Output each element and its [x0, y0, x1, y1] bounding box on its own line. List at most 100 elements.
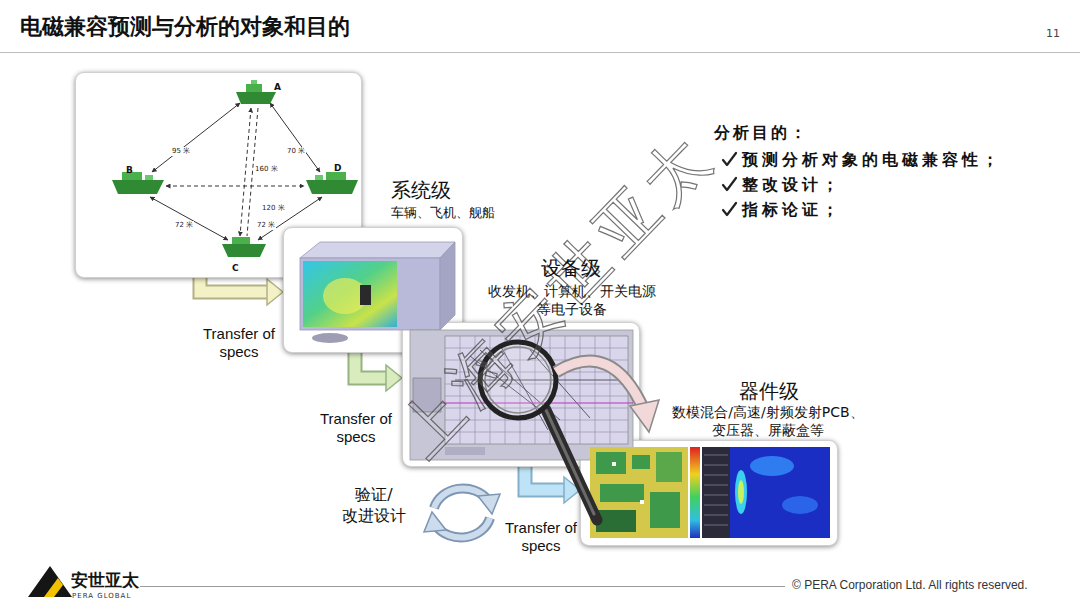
arrow-body [200, 278, 267, 292]
pcb-field [590, 447, 830, 538]
slide-title-holder: 电磁兼容预测与分析的对象和目的 [20, 13, 350, 41]
copyright-holder: © PERA Corporation Ltd. All rights reser… [792, 578, 1028, 593]
ship-d [306, 172, 358, 194]
drawing-rect [122, 172, 142, 180]
drawing-path [436, 518, 490, 538]
ship-c [222, 237, 266, 257]
spec-arrow [355, 353, 402, 391]
drawing-path [630, 400, 659, 432]
drawing-ellipse [312, 333, 348, 343]
arrow-outline [355, 353, 386, 378]
arrow-head [267, 279, 283, 305]
edge-label-holder: Transfer of specs [203, 325, 275, 361]
spec-arrow [525, 467, 580, 503]
arrow-body [355, 353, 386, 378]
level-heading: 系统级 [391, 178, 451, 203]
distance-label: 160 米 [254, 165, 279, 174]
drawing-rect [251, 80, 257, 84]
drawing-line [270, 103, 320, 172]
drawing-line [247, 108, 258, 236]
edge-label: Transfer of specs [203, 325, 275, 361]
drawing-path [434, 488, 488, 508]
logo-subtext-holder: PERA GLOBAL [72, 592, 131, 601]
cycle-note: 验证/ 改进设计 [335, 484, 413, 526]
station-letter-holder: A [274, 82, 281, 93]
drawing-line [546, 410, 597, 520]
drawing-ellipse [782, 496, 818, 514]
level-heading: 设备级 [541, 256, 601, 281]
purpose-item: 预测分析对象的电磁兼容性； [742, 150, 1002, 170]
ship-b [112, 172, 164, 194]
level-examples: 收发机、计算机、开关电源 等电子设备 [476, 282, 668, 318]
purpose-item: 整改设计； [742, 175, 842, 195]
distance-label-holder: 72 米 [174, 212, 194, 231]
arrow-head [564, 477, 580, 503]
drawing-rect [246, 84, 262, 92]
drawing-path [306, 180, 358, 194]
edge-label-holder: Transfer of specs [505, 519, 577, 555]
drawing-rect [590, 447, 688, 538]
drawing-path [222, 244, 266, 257]
distance-label: 95 米 [171, 147, 191, 156]
distance-label: 72 米 [174, 221, 194, 230]
drawing-path [556, 361, 644, 410]
drawing-path [28, 566, 72, 597]
distance-label-holder: 120 米 [261, 195, 286, 214]
station-letter: C [232, 263, 239, 274]
drawing-path [424, 512, 446, 532]
drawing-ellipse [735, 470, 747, 514]
drawing-ellipse [750, 456, 794, 476]
footer-rule [140, 586, 785, 587]
station-letter: B [126, 165, 133, 176]
level-examples-holder: 数模混合/高速/射频发射PCB、 变压器、屏蔽盒等 [661, 403, 875, 439]
drawing-path [556, 361, 644, 410]
logo-text: 安世亚太 [71, 570, 139, 591]
drawing-rect [632, 455, 650, 469]
drawing-rect [612, 462, 616, 466]
distance-label-holder: 72 米 [256, 212, 276, 231]
purpose-item: 指标论证； [742, 200, 842, 220]
level-examples: 车辆、飞机、舰船 [391, 205, 495, 221]
enclosure-model [300, 242, 455, 343]
drawing-rect [730, 447, 830, 538]
ship-scene [112, 80, 358, 257]
arrow-outline [525, 467, 564, 490]
logo-subtext: PERA GLOBAL [72, 592, 131, 601]
distance-label-holder: 160 米 [254, 156, 279, 175]
distance-label: 70 米 [286, 147, 306, 156]
logo-text-holder: 安世亚太 [71, 570, 139, 591]
drawing-path [723, 153, 736, 165]
cycle-arrows [424, 488, 500, 537]
level-examples-holder: 车辆、飞机、舰船 [391, 205, 495, 221]
level-heading-holder: 设备级 [541, 256, 601, 281]
title-rule [0, 52, 1080, 53]
drawing-rect [300, 258, 440, 330]
edge-label: Transfer of specs [505, 519, 577, 555]
arrow-head [386, 365, 402, 391]
level-heading-holder: 系统级 [391, 178, 451, 203]
drawing-line [258, 197, 322, 240]
drawing-rect [303, 261, 397, 327]
drawing-rect [232, 237, 250, 244]
distance-label-holder: 95 米 [171, 138, 191, 157]
drawing-path [436, 518, 490, 538]
level-examples-holder: 收发机、计算机、开关电源 等电子设备 [476, 282, 668, 318]
drawing-path [723, 178, 736, 190]
station-letter-holder: B [126, 165, 133, 176]
drawing-path [112, 180, 164, 194]
edge-label: Transfer of specs [320, 410, 392, 446]
slide-title: 电磁兼容预测与分析的对象和目的 [20, 13, 350, 41]
ship-a [236, 80, 276, 104]
drawing-rect [702, 447, 730, 538]
drawing-ellipse [323, 278, 367, 314]
drawing-rect [596, 452, 626, 474]
station-letter: A [274, 82, 281, 93]
distance-label-holder: 70 米 [286, 138, 306, 157]
purpose-item-holder: 预测分析对象的电磁兼容性； [742, 150, 1002, 170]
station-letter-holder: D [334, 163, 341, 174]
drawing-rect [360, 285, 371, 305]
drawing-rect [650, 492, 680, 528]
copyright: © PERA Corporation Ltd. All rights reser… [792, 578, 1028, 593]
page-number: 11 [1046, 27, 1060, 41]
